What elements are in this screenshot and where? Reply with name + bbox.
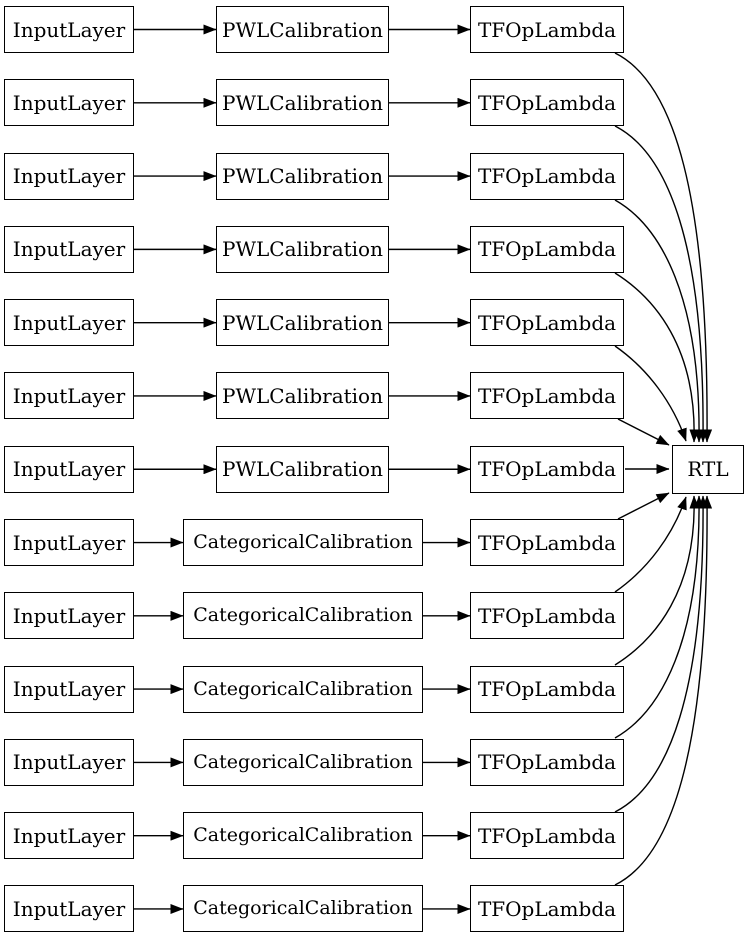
edge-lambda-to-rtl bbox=[614, 272, 700, 443]
edge-lambda-to-rtl bbox=[614, 495, 709, 813]
input-layer-node: InputLayer bbox=[4, 812, 134, 860]
tfop-lambda-node: TFOpLambda bbox=[470, 812, 624, 860]
pwl-calibration-node: PWLCalibration bbox=[216, 225, 389, 273]
edge-lambda-to-rtl bbox=[614, 495, 713, 886]
edge-lambda-to-rtl bbox=[614, 345, 687, 442]
input-layer-node: InputLayer bbox=[4, 299, 134, 347]
tfop-lambda-node: TFOpLambda bbox=[470, 152, 624, 200]
input-layer-node: InputLayer bbox=[4, 6, 134, 53]
pwl-calibration-node: PWLCalibration bbox=[216, 6, 389, 53]
input-layer-node: InputLayer bbox=[4, 592, 134, 640]
edge-group bbox=[134, 24, 713, 914]
edge-lambda-to-rtl bbox=[614, 125, 709, 443]
pwl-calibration-node: PWLCalibration bbox=[216, 152, 389, 200]
input-layer-node: InputLayer bbox=[4, 445, 134, 493]
rtl-node: RTL bbox=[672, 444, 744, 494]
tfop-lambda-node: TFOpLambda bbox=[470, 79, 624, 127]
input-layer-node: InputLayer bbox=[4, 225, 134, 273]
tfop-lambda-node: TFOpLambda bbox=[470, 592, 624, 640]
input-layer-node: InputLayer bbox=[4, 372, 134, 420]
categorical-calibration-node: CategoricalCalibration bbox=[183, 592, 423, 640]
edge-lambda-to-rtl bbox=[614, 495, 705, 739]
categorical-calibration-node: CategoricalCalibration bbox=[183, 519, 423, 567]
pwl-calibration-node: PWLCalibration bbox=[216, 299, 389, 347]
categorical-calibration-node: CategoricalCalibration bbox=[183, 812, 423, 860]
tfop-lambda-node: TFOpLambda bbox=[470, 6, 624, 53]
edge-lambda-to-rtl bbox=[614, 495, 700, 666]
input-layer-node: InputLayer bbox=[4, 79, 134, 127]
pwl-calibration-node: PWLCalibration bbox=[216, 445, 389, 493]
input-layer-node: InputLayer bbox=[4, 665, 134, 713]
tfop-lambda-node: TFOpLambda bbox=[470, 225, 624, 273]
edge-lambda-to-rtl bbox=[614, 199, 705, 443]
categorical-calibration-node: CategoricalCalibration bbox=[183, 738, 423, 786]
input-layer-node: InputLayer bbox=[4, 738, 134, 786]
edge-lambda-to-rtl bbox=[617, 418, 670, 446]
tfop-lambda-node: TFOpLambda bbox=[470, 519, 624, 567]
input-layer-node: InputLayer bbox=[4, 152, 134, 200]
tfop-lambda-node: TFOpLambda bbox=[470, 665, 624, 713]
tfop-lambda-node: TFOpLambda bbox=[470, 738, 624, 786]
categorical-calibration-node: CategoricalCalibration bbox=[183, 665, 423, 713]
tfop-lambda-node: TFOpLambda bbox=[470, 445, 624, 493]
tfop-lambda-node: TFOpLambda bbox=[470, 372, 624, 420]
pwl-calibration-node: PWLCalibration bbox=[216, 79, 389, 127]
input-layer-node: InputLayer bbox=[4, 885, 134, 933]
edge-lambda-to-rtl bbox=[614, 496, 687, 593]
tfop-lambda-node: TFOpLambda bbox=[470, 299, 624, 347]
pwl-calibration-node: PWLCalibration bbox=[216, 372, 389, 420]
edge-lambda-to-rtl bbox=[617, 492, 670, 520]
categorical-calibration-node: CategoricalCalibration bbox=[183, 885, 423, 933]
input-layer-node: InputLayer bbox=[4, 519, 134, 567]
tfop-lambda-node: TFOpLambda bbox=[470, 885, 624, 933]
edge-lambda-to-rtl bbox=[614, 52, 713, 443]
